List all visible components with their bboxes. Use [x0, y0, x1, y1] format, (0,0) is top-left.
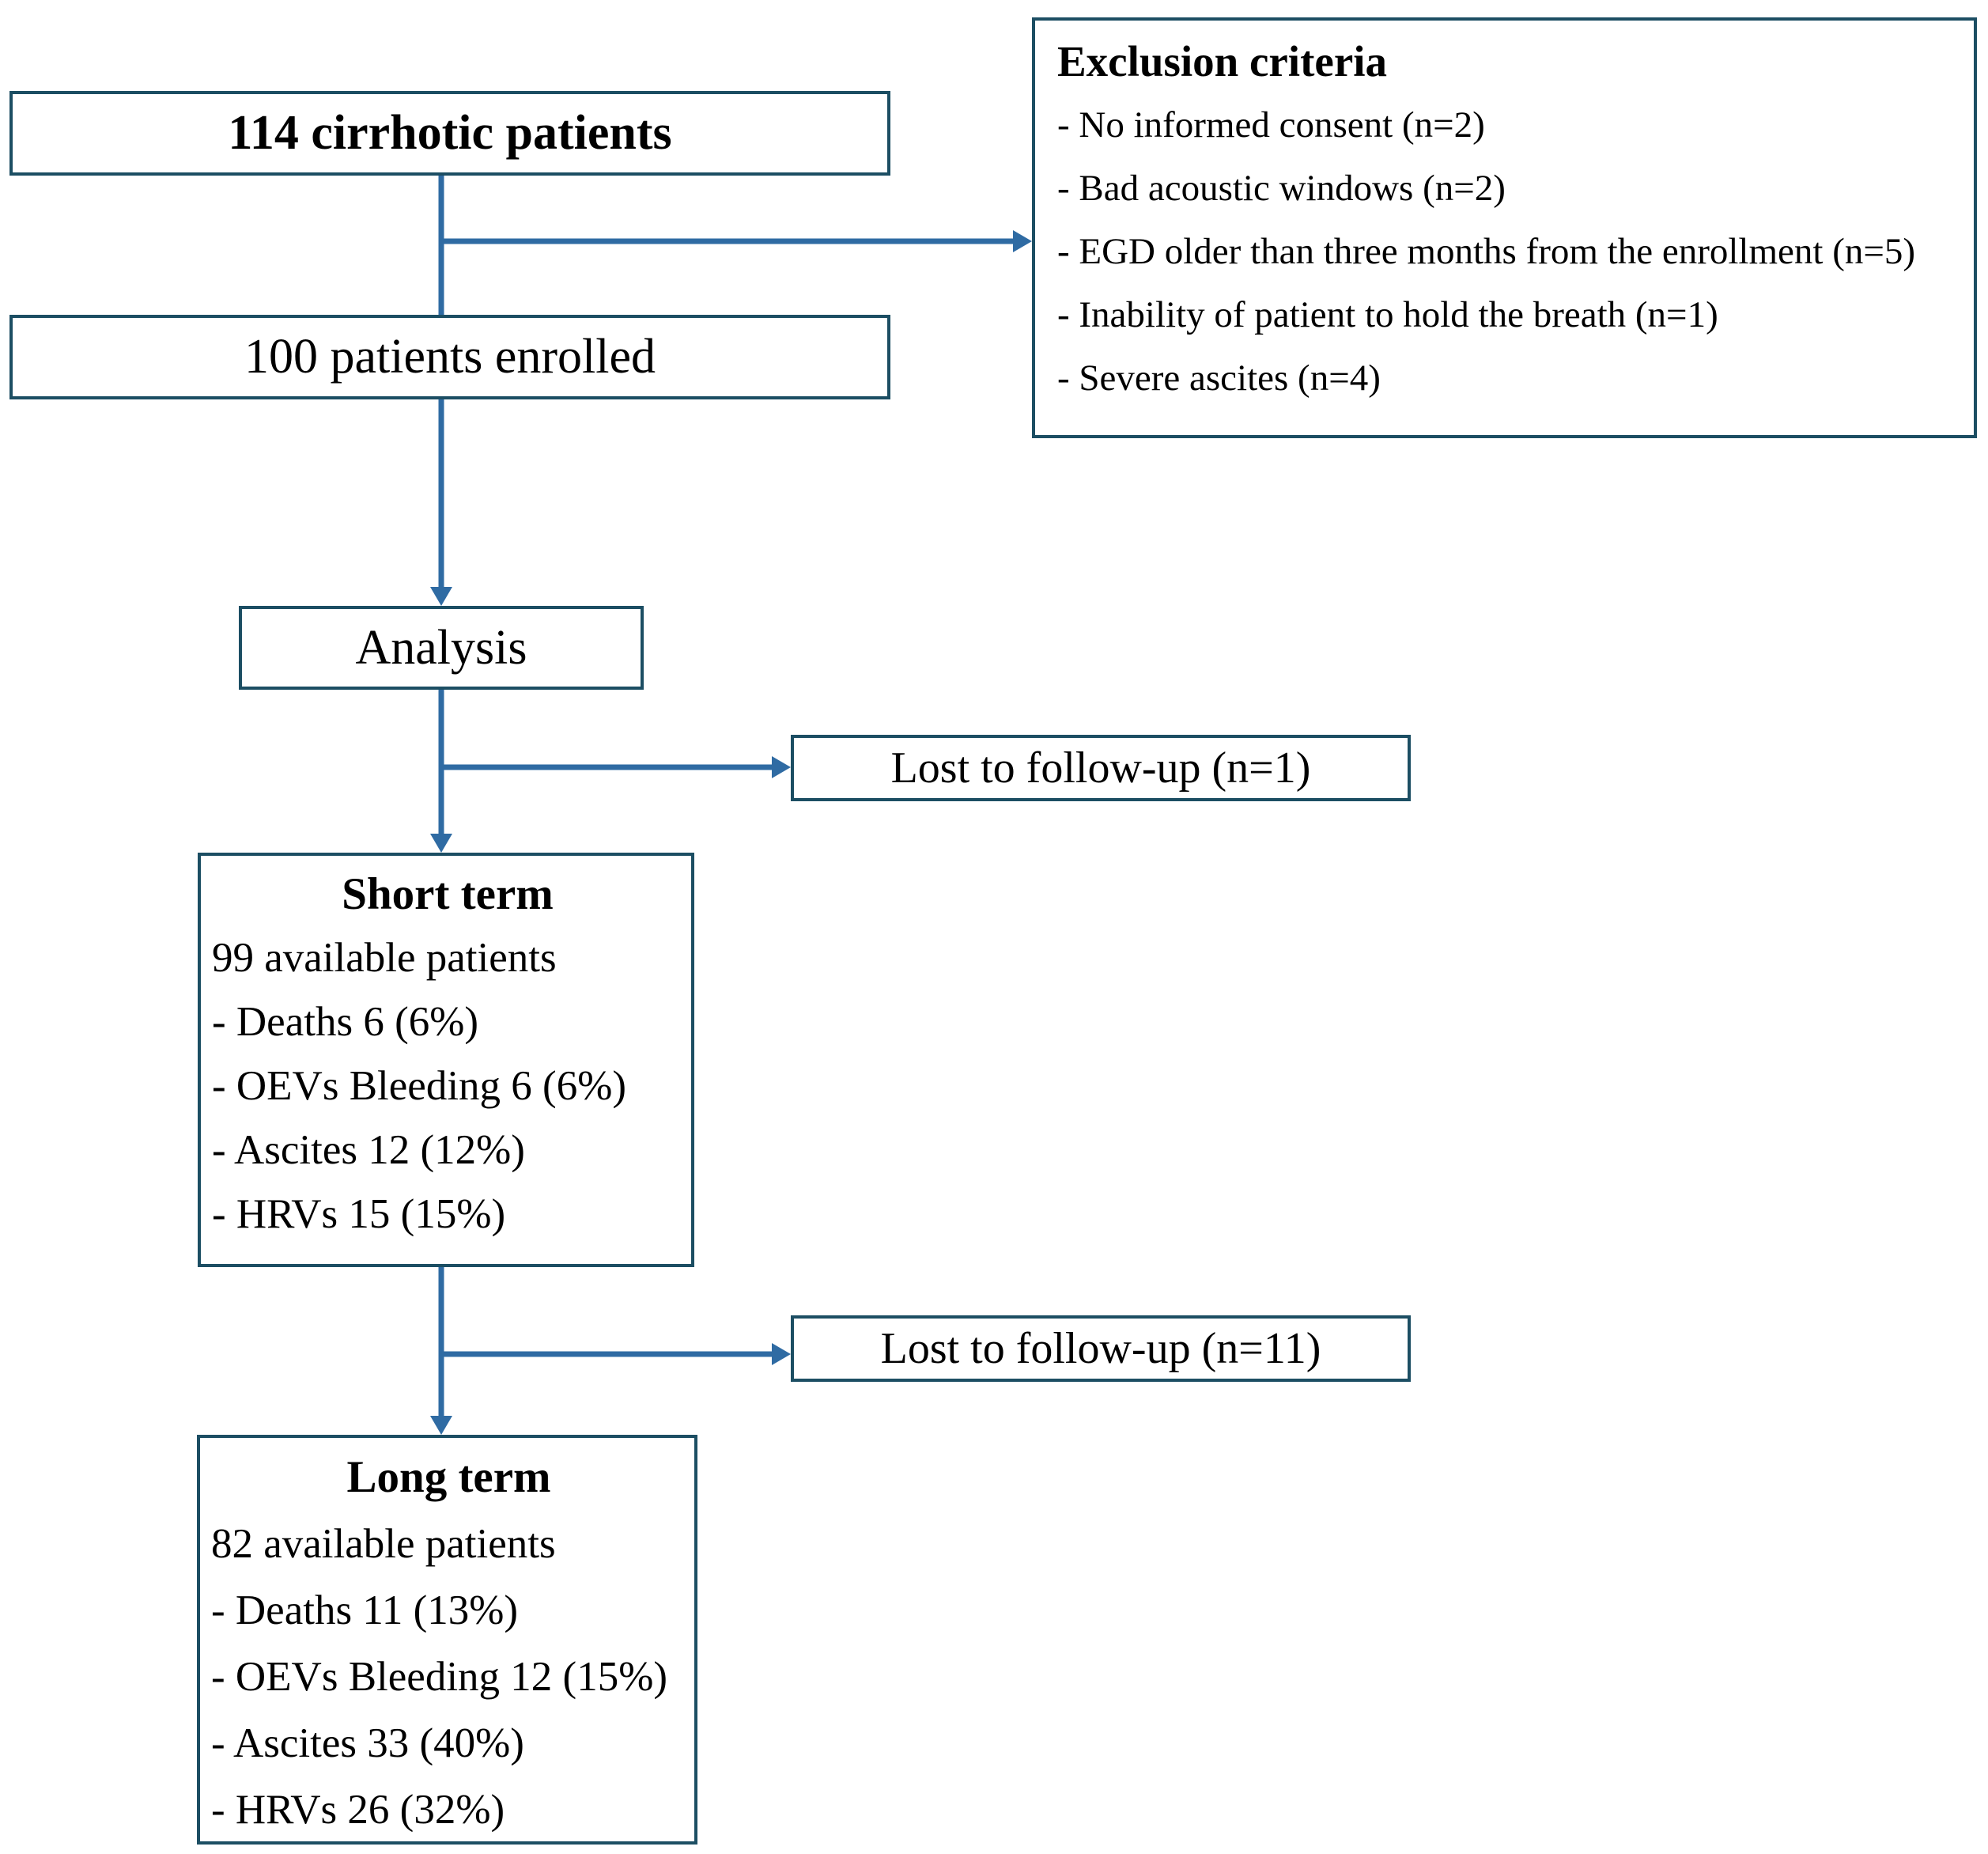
arrowhead-lost-short — [772, 756, 791, 778]
long-term-item: - OEVs Bleeding 12 (15%) — [211, 1654, 667, 1700]
arrowhead-analysis — [430, 587, 452, 606]
exclusion-criteria-title: Exclusion criteria — [1057, 37, 1388, 85]
long-term-item: - Ascites 33 (40%) — [211, 1720, 524, 1766]
exclusion-criteria-list: - No informed consent (n=2) - Bad acousti… — [1057, 93, 1958, 410]
arrowhead-short-term — [430, 834, 452, 853]
patients-enrolled-label: 100 patients enrolled — [244, 330, 656, 384]
long-term-item: - Deaths 11 (13%) — [211, 1587, 519, 1633]
short-term-item: - OEVs Bleeding 6 (6%) — [212, 1063, 626, 1109]
long-term-list: 82 available patients - Deaths 11 (13%) - … — [211, 1511, 686, 1843]
node-lost-followup-short: Lost to follow-up (n=1) — [791, 735, 1411, 801]
arrowhead-exclusion — [1013, 230, 1032, 252]
lost-followup-long-label: Lost to follow-up (n=11) — [880, 1324, 1321, 1373]
node-patients-enrolled: 100 patients enrolled — [9, 315, 890, 399]
arrowhead-lost-long — [772, 1343, 791, 1365]
short-term-title: Short term — [342, 869, 554, 919]
exclusion-criteria-item: - Severe ascites (n=4) — [1057, 358, 1381, 399]
exclusion-criteria-item: - EGD older than three months from the e… — [1057, 231, 1916, 272]
exclusion-criteria-item: - Inability of patient to hold the breat… — [1057, 294, 1718, 335]
node-short-term: Short term 99 available patients - Deaths… — [198, 853, 694, 1267]
node-exclusion-criteria: Exclusion criteria - No informed consent… — [1032, 17, 1977, 438]
short-term-list: 99 available patients - Deaths 6 (6%) - OE… — [212, 926, 683, 1247]
arrowhead-long-term — [430, 1416, 452, 1435]
long-term-item: 82 available patients — [211, 1521, 556, 1567]
exclusion-criteria-item: - No informed consent (n=2) — [1057, 104, 1485, 146]
short-term-item: - HRVs 15 (15%) — [212, 1191, 506, 1237]
node-analysis: Analysis — [239, 606, 644, 690]
lost-followup-short-label: Lost to follow-up (n=1) — [890, 743, 1311, 793]
long-term-title: Long term — [346, 1452, 551, 1502]
node-cirrhotic-patients: 114 cirrhotic patients — [9, 91, 890, 176]
analysis-label: Analysis — [355, 620, 527, 675]
short-term-item: - Deaths 6 (6%) — [212, 999, 479, 1045]
short-term-item: - Ascites 12 (12%) — [212, 1127, 525, 1173]
node-lost-followup-long: Lost to follow-up (n=11) — [791, 1315, 1411, 1382]
cirrhotic-patients-label: 114 cirrhotic patients — [228, 106, 672, 160]
long-term-item: - HRVs 26 (32%) — [211, 1787, 505, 1833]
short-term-item: 99 available patients — [212, 935, 557, 981]
exclusion-criteria-item: - Bad acoustic windows (n=2) — [1057, 168, 1506, 209]
node-long-term: Long term 82 available patients - Deaths … — [197, 1435, 697, 1845]
